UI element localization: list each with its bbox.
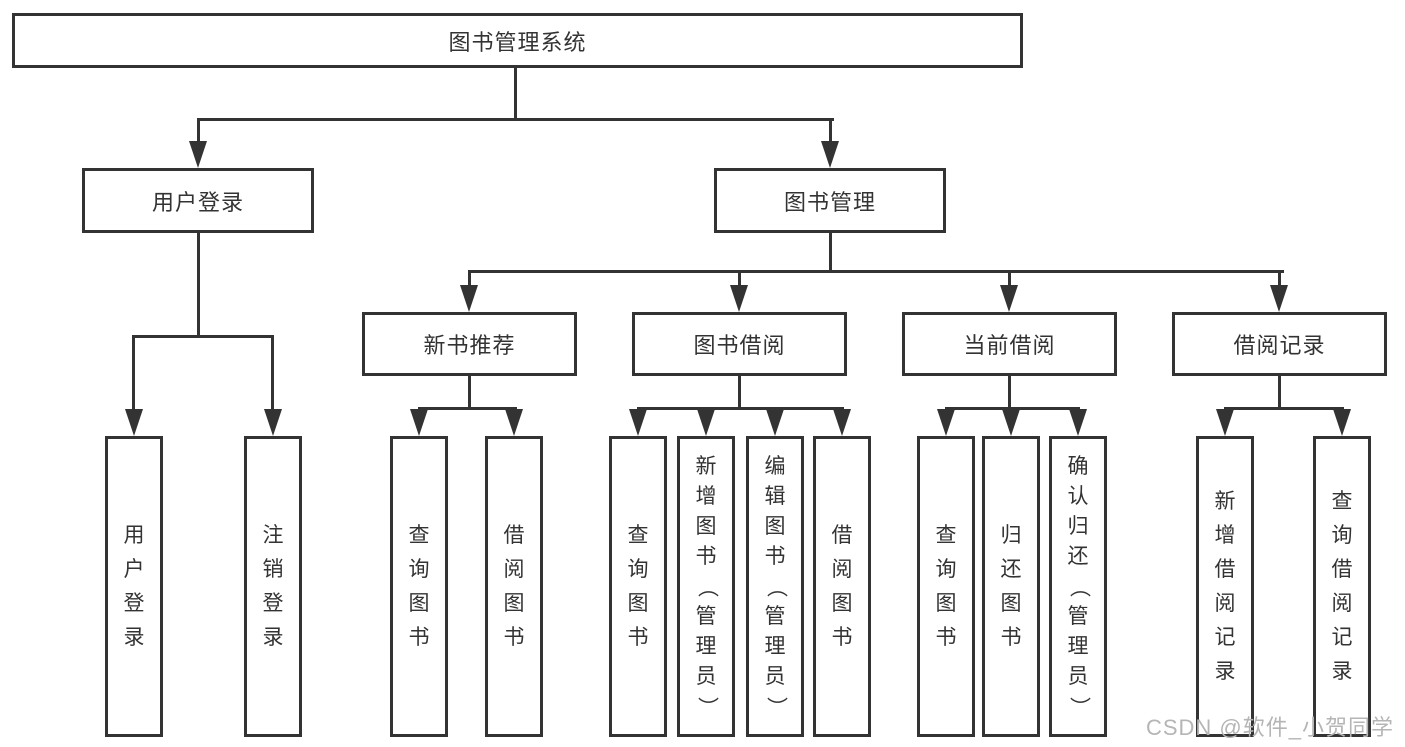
leaf-label: 新增借阅记录 <box>1214 489 1236 683</box>
node-label: 用户登录 <box>151 189 244 215</box>
arrow-down-icon <box>697 409 715 436</box>
node-current-borrowing: 当前借阅 <box>902 312 1117 376</box>
node-label: 图书借阅 <box>693 333 786 358</box>
leaf-label: 查询图书 <box>935 523 957 649</box>
arrow-down-icon <box>821 141 839 168</box>
connector-drop-borrowing-records <box>1278 270 1281 288</box>
connector-records-stem <box>1278 376 1281 410</box>
leaf-label: 查询借阅记录 <box>1331 489 1353 683</box>
connector-drop-user-login <box>197 118 200 146</box>
leaf-label: 借阅图书 <box>503 523 525 649</box>
leaf-query-books-recommend: 查询图书 <box>390 436 448 737</box>
node-user-login: 用户登录 <box>82 168 314 233</box>
arrow-down-icon <box>460 285 478 312</box>
leaf-add-borrow-record: 新增借阅记录 <box>1196 436 1254 737</box>
connector-drop-book-borrowing <box>738 270 741 288</box>
leaf-query-books-current: 查询图书 <box>917 436 975 737</box>
node-book-borrowing: 图书借阅 <box>632 312 847 376</box>
arrow-down-icon <box>264 409 282 436</box>
node-new-book-recommendation: 新书推荐 <box>362 312 577 376</box>
leaf-label: 用户登录 <box>123 523 145 649</box>
connector-user-rail <box>132 335 274 338</box>
leaf-label: 查询图书 <box>627 523 649 649</box>
leaf-edit-book-admin: 编辑图书（管理员） <box>746 436 804 737</box>
arrow-down-icon <box>1002 409 1020 436</box>
arrow-down-icon <box>1333 409 1351 436</box>
arrow-down-icon <box>189 141 207 168</box>
connector-current-stem <box>1008 376 1011 410</box>
connector-book-stem <box>829 233 832 273</box>
connector-drop-new-book <box>468 270 471 288</box>
arrow-down-icon <box>410 409 428 436</box>
connector-borrowing-stem <box>738 376 741 410</box>
leaf-label: 借阅图书 <box>831 523 853 649</box>
leaf-query-books-borrowing: 查询图书 <box>609 436 667 737</box>
node-system-root: 图书管理系统 <box>12 13 1023 68</box>
connector-drop-leaf-user-login <box>132 335 135 413</box>
connector-current-rail <box>945 407 1080 410</box>
connector-book-rail <box>468 270 1284 273</box>
node-label: 新书推荐 <box>423 333 516 358</box>
node-label: 图书管理系统 <box>448 29 587 55</box>
connector-drop-book-management <box>829 118 832 146</box>
arrow-down-icon <box>937 409 955 436</box>
connector-borrowing-rail <box>637 407 844 410</box>
leaf-confirm-return-admin: 确认归还（管理员） <box>1049 436 1107 737</box>
connector-root-rail <box>198 118 834 121</box>
arrow-down-icon <box>730 285 748 312</box>
arrow-down-icon <box>505 409 523 436</box>
connector-records-rail <box>1224 407 1344 410</box>
connector-user-stem <box>197 233 200 338</box>
connector-drop-current-borrowing <box>1008 270 1011 288</box>
leaf-label: 注销登录 <box>262 523 284 649</box>
connector-root-stem <box>514 68 517 121</box>
leaf-query-borrow-record: 查询借阅记录 <box>1313 436 1371 737</box>
node-label: 当前借阅 <box>963 333 1056 358</box>
arrow-down-icon <box>833 409 851 436</box>
leaf-logout: 注销登录 <box>244 436 302 737</box>
leaf-label: 查询图书 <box>408 523 430 649</box>
connector-newbook-stem <box>468 376 471 410</box>
arrow-down-icon <box>766 409 784 436</box>
node-book-management: 图书管理 <box>714 168 946 233</box>
leaf-borrow-books: 借阅图书 <box>813 436 871 737</box>
arrow-down-icon <box>1069 409 1087 436</box>
leaf-borrow-books-recommend: 借阅图书 <box>485 436 543 737</box>
watermark: CSDN @软件_小贺同学 <box>1145 715 1394 740</box>
leaf-label: 归还图书 <box>1000 523 1022 649</box>
leaf-add-book-admin: 新增图书（管理员） <box>677 436 735 737</box>
arrow-down-icon <box>125 409 143 436</box>
leaf-label: 确认归还（管理员） <box>1067 454 1090 718</box>
node-label: 借阅记录 <box>1233 333 1326 358</box>
node-borrowing-records: 借阅记录 <box>1172 312 1387 376</box>
leaf-label: 编辑图书（管理员） <box>764 454 787 718</box>
leaf-return-books: 归还图书 <box>982 436 1040 737</box>
leaf-label: 新增图书（管理员） <box>695 454 718 718</box>
connector-drop-leaf-logout <box>271 335 274 413</box>
connector-newbook-rail <box>418 407 517 410</box>
arrow-down-icon <box>1000 285 1018 312</box>
leaf-user-login: 用户登录 <box>105 436 163 737</box>
arrow-down-icon <box>629 409 647 436</box>
node-label: 图书管理 <box>783 189 876 215</box>
arrow-down-icon <box>1216 409 1234 436</box>
arrow-down-icon <box>1270 285 1288 312</box>
